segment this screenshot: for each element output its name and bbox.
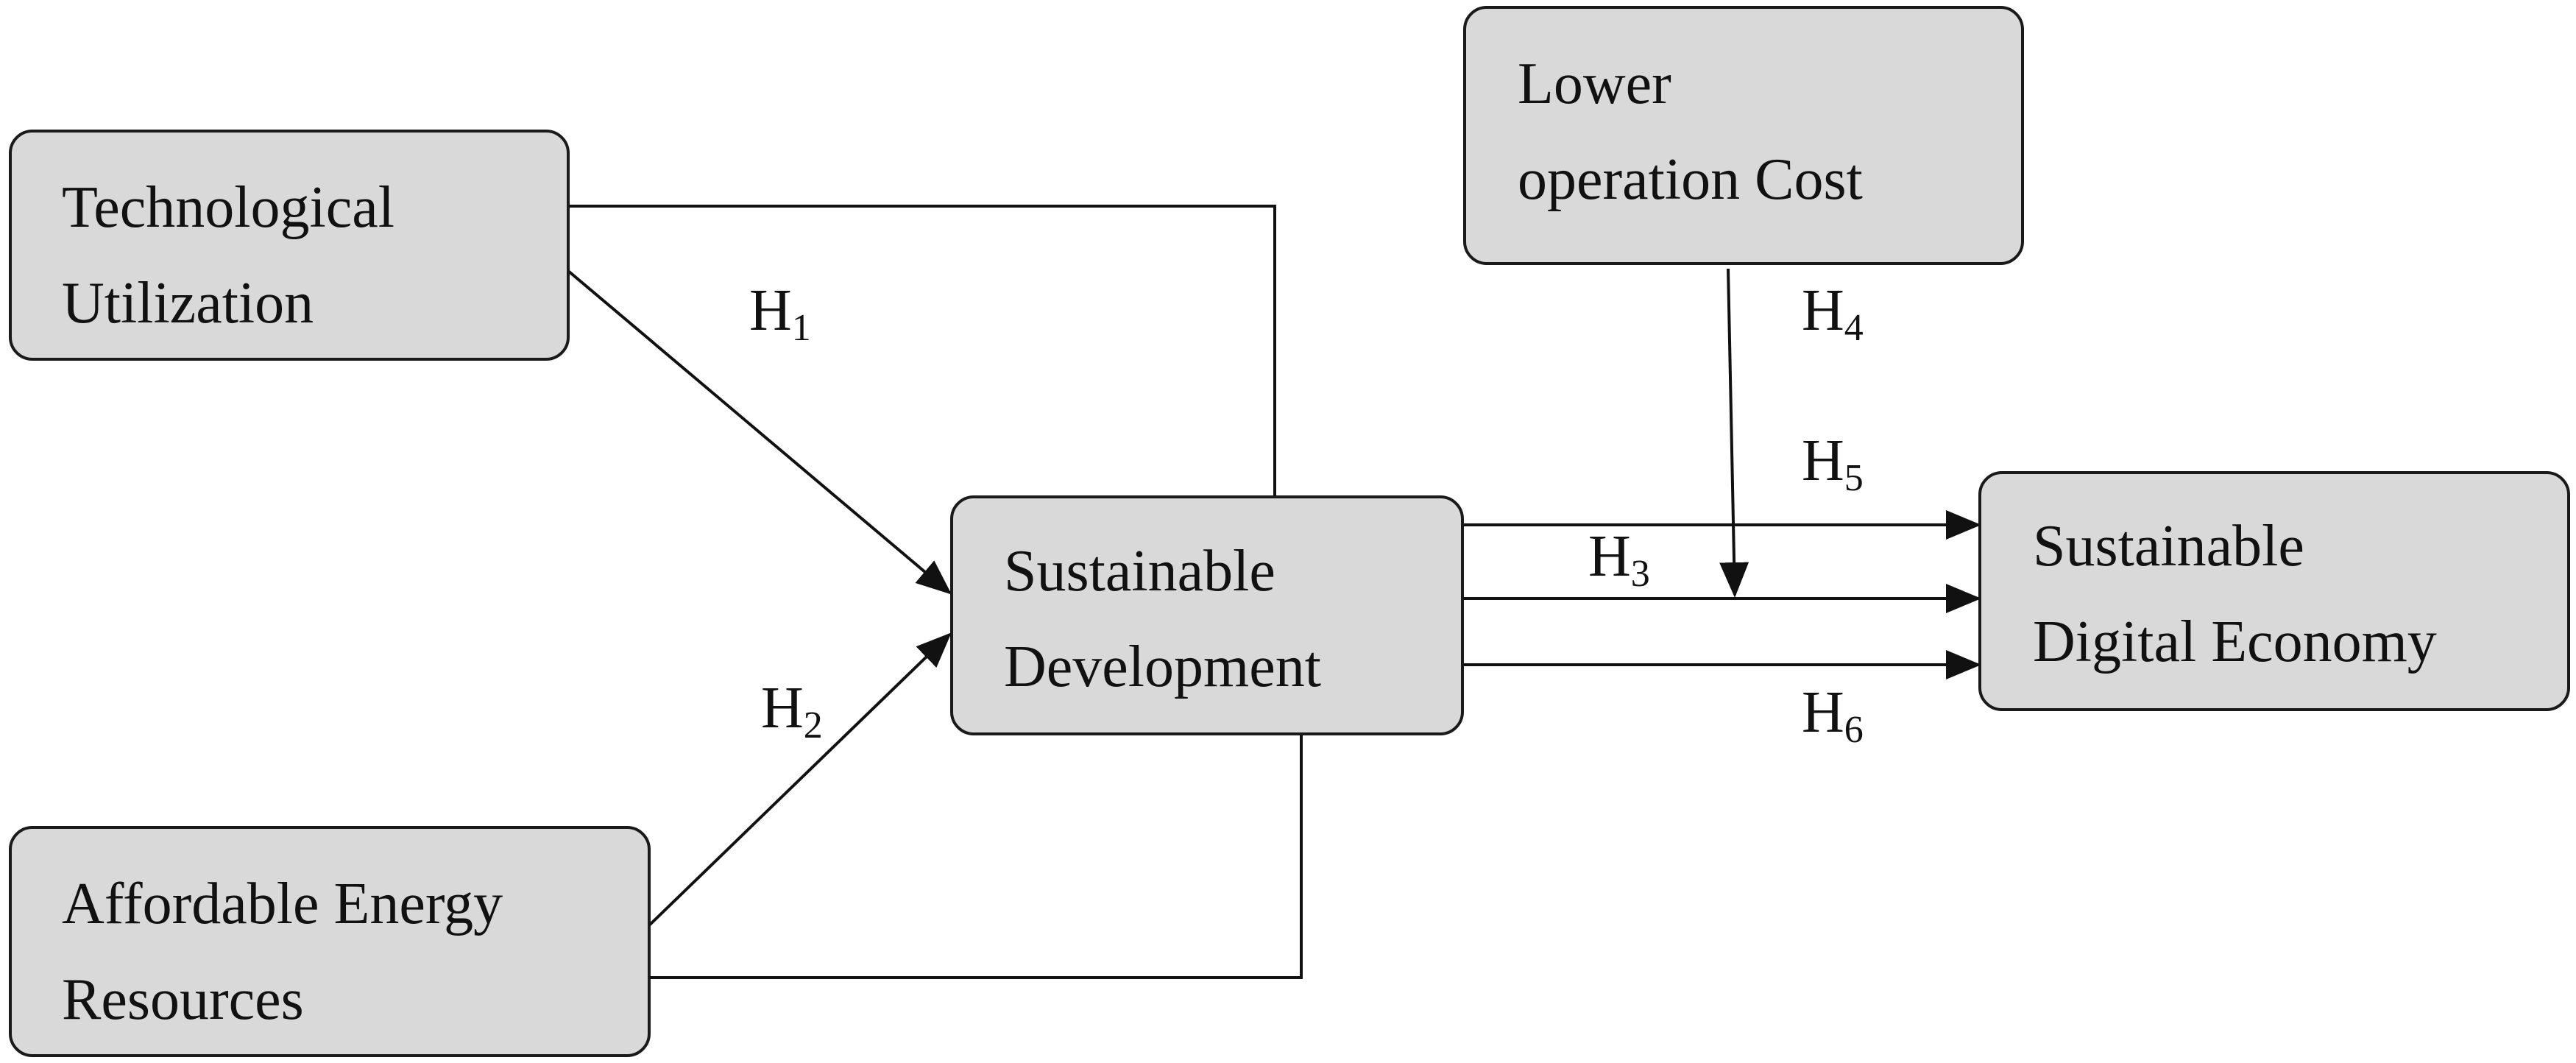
hypothesis-label-h3: H3: [1588, 524, 1650, 595]
node-label-line-1: Lower: [1518, 52, 1671, 116]
h5-letter: H: [1802, 428, 1844, 493]
node-sustainable-development: Sustainable Development: [950, 495, 1464, 735]
h5-subscript: 5: [1844, 457, 1864, 499]
node-box: [1978, 471, 2570, 711]
h6-letter: H: [1802, 680, 1844, 745]
node-sustainable-digital-economy: Sustainable Digital Economy: [1978, 471, 2570, 711]
connectors: [567, 205, 1981, 979]
node-label-line-2: operation Cost: [1518, 147, 1863, 212]
connector-tech-to-sustdev-top: [568, 205, 1276, 497]
node-label-line-1: Sustainable: [2033, 514, 2304, 579]
h2-arrow: [648, 632, 952, 927]
h2-letter: H: [761, 676, 804, 741]
node-label-line-1: Sustainable: [1004, 539, 1275, 604]
node-label-line-2: Digital Economy: [2033, 610, 2437, 674]
connector-energy-to-sustdev-bottom: [649, 734, 1303, 979]
node-label-line-1: Affordable Energy: [62, 872, 503, 936]
node-label-line-2: Development: [1004, 635, 1321, 699]
hypothesis-label-h6: H6: [1802, 680, 1864, 751]
h2-subscript: 2: [804, 704, 823, 746]
hypothesis-label-h4: H4: [1802, 278, 1864, 349]
h3-letter: H: [1588, 524, 1631, 589]
h1-subscript: 1: [792, 307, 811, 349]
node-label-line-2: Utilization: [62, 271, 314, 336]
h4-subscript: 4: [1844, 307, 1864, 349]
h6-subscript: 6: [1844, 709, 1864, 751]
node-box: [9, 130, 570, 361]
h1-letter: H: [749, 278, 792, 343]
node-box: [1463, 6, 2024, 265]
node-lower-operation-cost: Lower operation Cost: [1463, 6, 2024, 265]
node-affordable-energy-resources: Affordable Energy Resources: [9, 826, 651, 1057]
hypothesis-label-h5: H5: [1802, 428, 1864, 499]
hypothesis-label-h1: H1: [749, 278, 811, 349]
node-box: [9, 826, 651, 1057]
hypothesis-label-h2: H2: [761, 676, 823, 746]
node-box: [950, 495, 1464, 735]
h4-arrow: [1719, 268, 1749, 598]
h4-letter: H: [1802, 278, 1844, 343]
node-technological-utilization: Technological Utilization: [9, 130, 570, 361]
h3-subscript: 3: [1631, 553, 1650, 595]
h1-arrow: [567, 269, 952, 595]
node-label-line-2: Resources: [62, 967, 304, 1032]
node-label-line-1: Technological: [62, 175, 394, 240]
